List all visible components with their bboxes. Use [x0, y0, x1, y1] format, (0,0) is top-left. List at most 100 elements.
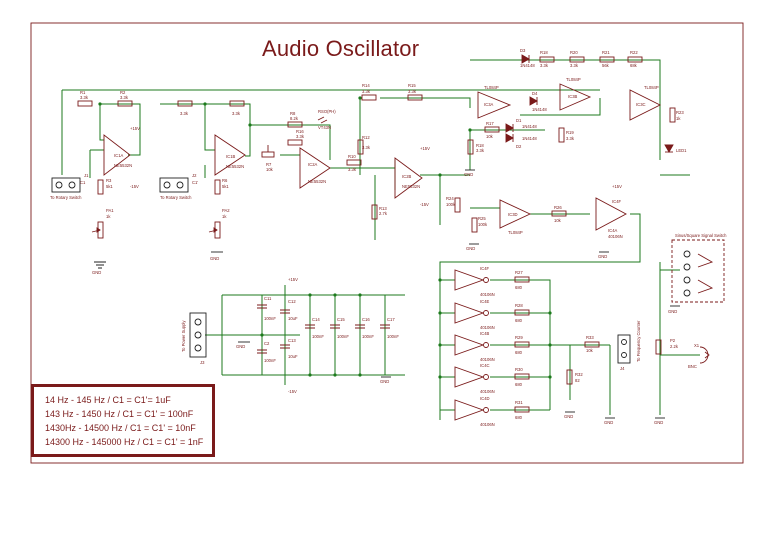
c1p-label: C1' [192, 180, 198, 185]
x1-label: X1 [694, 343, 700, 348]
r1-value: 3.3k [80, 95, 89, 100]
r27-label: R27 [515, 270, 523, 275]
r19-label: R19 [566, 130, 574, 135]
connectors [51, 177, 725, 364]
hex1-value: 40106N [480, 292, 495, 297]
j4-label: J4 [620, 366, 625, 371]
d3-label: D3 [520, 48, 526, 53]
c14-value: 100nF [312, 334, 324, 339]
r27-value: 680 [515, 285, 523, 290]
freq-range-1: 14 Hz - 145 Hz / C1 = C1'= 1uF [45, 395, 171, 405]
ic2a-value: NE5532N [308, 179, 326, 184]
freq-counter-label: To Frequency Counter [636, 320, 641, 362]
r24-label: R24 [446, 196, 454, 201]
schmitt-inverters [454, 269, 489, 421]
r8-label: R8 [290, 111, 296, 116]
r15-value: 3.3k [408, 89, 417, 94]
c11-value: 100nF [264, 316, 276, 321]
r33-label: R33 [586, 335, 594, 340]
c13-value: 10uF [288, 354, 298, 359]
freq-range-3: 1430Hz - 14500 Hz / C1 = C1' = 10nF [45, 423, 196, 433]
ic4f-b-label: IC4F [480, 266, 490, 271]
rail-p15-3: +15V [612, 184, 622, 189]
ground-symbols [94, 169, 680, 419]
rotary-switch-2-label: To Rotary Switch [160, 195, 192, 200]
r21-value: 56k [602, 63, 610, 68]
c2-value: 100nF [264, 358, 276, 363]
r26-label: R26 [554, 205, 562, 210]
r2-value: 3.3k [120, 95, 129, 100]
r9-value: RSO(PH) [318, 109, 336, 114]
d4-value: 1N4148 [532, 107, 547, 112]
rail-p15-2: +15V [420, 146, 430, 151]
c2-label: C2 [264, 341, 270, 346]
d1-value: 1N4148 [522, 124, 537, 129]
gnd-11: GND [464, 172, 473, 177]
c11-label: C11 [264, 296, 272, 301]
c17-label: C17 [387, 317, 395, 322]
r28-value: 680 [515, 318, 523, 323]
power-supply-label: To Power Supply [181, 320, 186, 352]
r10-value: 3.3k [348, 167, 357, 172]
r22-value: 68k [630, 63, 638, 68]
r18-value: 3.3k [476, 148, 485, 153]
ic3d-label: IC3D [508, 212, 518, 217]
capacitors [257, 304, 390, 354]
ic3d-value: TL084P [508, 230, 523, 235]
ic3a-value: TL084P [484, 85, 499, 90]
vt-label: VT43N [318, 125, 331, 130]
gnd-9: GND [654, 420, 663, 425]
pa2-label: PA2 [222, 208, 230, 213]
ic4a-value: 40106N [608, 234, 623, 239]
component-labels: R1 3.3k R2 3.3k 3.3k 3.3k R3 5k1 R6 5k1 … [50, 48, 727, 427]
signal-switch-label: Sinus/Square Signal Switch [675, 233, 727, 238]
diodes [317, 54, 674, 153]
gnd-1: GND [92, 270, 101, 275]
r18-label: R18 [476, 143, 484, 148]
r7-value: 10k [266, 167, 274, 172]
c16-value: 100nF [362, 334, 374, 339]
r23-label: R23 [676, 110, 684, 115]
r31-value: 680 [515, 415, 523, 420]
r29-value: 680 [515, 350, 523, 355]
r14-label: R14 [362, 83, 370, 88]
r21-label: R21 [602, 50, 610, 55]
r18b-value: 3.3k [540, 63, 549, 68]
r16-label: R16 [296, 129, 304, 134]
r29-label: R29 [515, 335, 523, 340]
ic4e-label: IC4E [480, 299, 490, 304]
r5-value: 3.3k [232, 111, 241, 116]
bnc-label: BNC [688, 364, 697, 369]
junction-dots [98, 96, 552, 379]
gnd-2: GND [210, 256, 219, 261]
ic1a-value: NE5532N [114, 163, 132, 168]
r20-label: R20 [570, 50, 578, 55]
r1-label: R1 [80, 90, 86, 95]
r31-label: R31 [515, 400, 523, 405]
r32-label: R32 [575, 372, 583, 377]
schematic-title: Audio Oscillator [262, 36, 420, 61]
ic4d-label: IC4D [480, 396, 490, 401]
c15-value: 100nF [337, 334, 349, 339]
c1-label: C1 [80, 180, 86, 185]
sheet-border [30, 22, 744, 464]
c12-label: C12 [288, 299, 296, 304]
r6-value: 5k1 [222, 184, 229, 189]
hex4-value: 40106N [480, 389, 495, 394]
r12-value: 3.3k [362, 145, 371, 150]
r2-label: R2 [120, 90, 126, 95]
rail-p15-1: +15V [130, 126, 140, 131]
led-label: LED1 [676, 148, 687, 153]
r22-label: R22 [630, 50, 638, 55]
j1-label: J1 [84, 173, 89, 178]
pa2-value: 1k [222, 214, 227, 219]
opamp-ic3a [477, 91, 512, 119]
r19-value: 3.3k [566, 136, 575, 141]
r17-value: 10k [486, 134, 494, 139]
d1-label: D1 [516, 118, 522, 123]
ic4a-label: IC4A [608, 228, 618, 233]
ic3c-value: TL084P [644, 85, 659, 90]
j2-label: J2 [192, 173, 197, 178]
r25-label: R25 [478, 216, 486, 221]
